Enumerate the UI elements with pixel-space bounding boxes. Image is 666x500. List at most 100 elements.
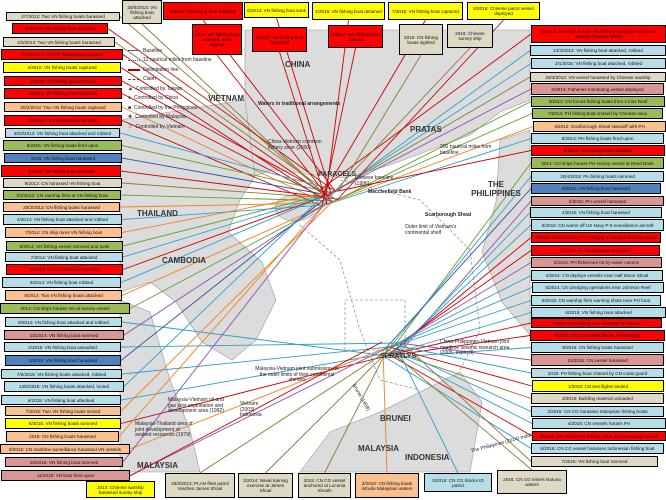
incident-box-left: 7/2015: Two VN fishing boats seized	[5, 406, 121, 416]
label-china: CHINA	[285, 60, 311, 69]
incident-arrow	[120, 200, 334, 412]
label-joint-submission: Malaysia-Vietnam joint submission on the…	[255, 366, 339, 383]
incident-arrow	[121, 120, 323, 207]
incident-arrow	[382, 349, 388, 474]
incident-box-right: 9/2014: VN fishing boats attacked	[531, 145, 665, 156]
incident-arrow	[386, 287, 533, 349]
label-200nm: 200 nautical miles from baseline	[440, 144, 492, 156]
incident-box-right: 7/2016: VN fishing boat rammed	[531, 456, 658, 467]
incident-arrow	[120, 341, 383, 482]
incident-arrow	[114, 41, 332, 195]
incident-box-top: 2016: Chinese survey ship	[447, 24, 493, 48]
label-vn-shelf: Outer limit of Vietnam's continental she…	[405, 224, 457, 236]
incident-box-right: 5/2015: VN fishing boat harassed	[531, 183, 661, 194]
incident-box-right: 2/2016: Building material unloaded	[531, 393, 664, 404]
incident-box-right: 5/2015: CN warns off US Navy P-8 surveil…	[531, 219, 664, 231]
incident-box-right: 2014: CN ships harass PH survey vessel a…	[531, 157, 664, 169]
incident-arrow	[400, 341, 532, 462]
incident-box-left: 4/2010: VN fishing boats captured	[3, 62, 121, 73]
incident-arrow	[129, 201, 332, 309]
legend-baseline: Baseline	[143, 47, 163, 54]
triangle-icon: ▲	[128, 85, 133, 92]
incident-box-right: 7/2015: CN fishing boat rammed PH vessel	[531, 318, 662, 328]
incident-box-top: 7/2015: VN fishing boat captured	[388, 2, 463, 20]
incident-arrow	[389, 354, 533, 437]
label-seismic: China-Philippines-Vietnam joint maritime…	[440, 339, 510, 356]
square-icon: ■	[128, 104, 132, 111]
incident-box-left: 3/2015: VN fishing boat harassed	[5, 355, 121, 366]
incident-box-left: 2014: CN ships harass VN oil survey vess…	[0, 303, 130, 314]
incident-box-left: 20/3/2013: CN fishing boats harassed	[3, 202, 120, 212]
incident-arrow	[121, 106, 328, 205]
incident-box-right: 25/3/2013: VN vessel harassed by Chinese…	[530, 72, 666, 82]
incident-box-left: 9/2014: Two VN fishing boats attacked	[5, 290, 122, 301]
incident-box-right: 6/2015: VN fishing boat attacked	[531, 307, 666, 318]
label-pratas: PRATAS	[410, 125, 442, 134]
legend-claim: Claim	[143, 76, 156, 83]
incident-arrow	[381, 300, 532, 351]
incident-arrow	[129, 341, 402, 450]
incident-box-bottom: 3/2014: Naval training exercise at James…	[238, 473, 293, 498]
incident-arrow	[392, 322, 532, 355]
incident-arrow	[123, 196, 323, 387]
incident-box-right: 2/2015: PH vessel harassed	[531, 196, 664, 206]
incident-box-left: 11/2015: VN boat fired upon	[1, 470, 130, 481]
incident-arrow	[394, 352, 533, 424]
incident-arrow	[121, 189, 341, 233]
incident-arrow	[121, 80, 338, 201]
label-my-th: Malaysia-Thailand area of joint developm…	[135, 421, 193, 438]
incident-arrow	[401, 250, 532, 343]
incident-box-left: 7/6/2015: VN fishing boats attacked, rob…	[1, 369, 122, 379]
incident-arrow	[321, 47, 356, 207]
incident-arrow	[398, 342, 532, 361]
incident-box-left: 13/6/2015: VN fishing boats attacked, lo…	[4, 381, 124, 392]
incident-box-left: 5/2014: VN fishing vessel rammed and sun…	[6, 241, 123, 251]
incident-box-right: 2/1/2015: VN fishing boat attacked, robb…	[531, 58, 666, 69]
incident-box-right: 4/2015: VN fishing boat harassed	[530, 207, 662, 218]
incident-box-right: 3/2013: CN forces fishing boats from Cro…	[531, 96, 665, 107]
incident-box-right: 8/2015: CN CG vessel blocks PH resupply	[530, 330, 665, 341]
incident-arrow	[325, 76, 531, 197]
land-masses	[119, 29, 531, 473]
incident-arrow	[389, 176, 532, 348]
incident-box-right: 2/2014: PH fishermen hit by water cannon	[531, 257, 662, 268]
incident-box-left: 6/2014: VN fishing boat rammed	[1, 165, 121, 177]
incident-arrow	[120, 197, 321, 283]
incident-arrow	[393, 353, 533, 471]
incident-arrow	[279, 51, 328, 205]
incident-box-right: 20/4/2015: PH fishing boats rammed	[531, 171, 664, 182]
incident-arrow	[332, 47, 471, 194]
incident-box-right: 4/2014: CN deploys vessels near Half Moo…	[531, 270, 663, 281]
label-vietnam: VIETNAM	[208, 94, 244, 103]
incident-box-bottom: 3/2016: CN fishing boats intrude Malaysi…	[355, 473, 419, 498]
incident-box-left: 6/2014: VN fishing boat harassed	[4, 88, 122, 99]
incident-box-top: 20/5/2013: VN fishing boat attacked	[122, 0, 162, 24]
legend-12nm: 12 nautical miles from baseline	[143, 57, 212, 64]
incident-box-left: 7/2014: VN fishing boat attacked	[5, 252, 123, 262]
label-macclesfield: Macclesfield Bank	[368, 189, 412, 195]
cross-icon: ✚	[128, 114, 133, 121]
incident-box-right: 5/2016: CN blocks PH fishing boats at Sc…	[532, 431, 666, 441]
label-cambodia: CAMBODIA	[162, 256, 206, 265]
incident-arrow	[382, 347, 532, 359]
incident-arrow	[331, 113, 533, 203]
incident-box-right: 5/2014: CN dredging operations near John…	[532, 282, 664, 293]
star-icon: ☆	[128, 123, 133, 130]
circle-icon: ●	[128, 95, 132, 102]
incident-box-bottom: 26/3/2013: PLAN fleet patrol reaches Jam…	[165, 473, 235, 498]
legend-philippines: Controlled by the Philippines	[134, 104, 198, 111]
incident-arrow	[121, 321, 389, 357]
label-paracels: PARACELS	[318, 171, 356, 178]
incident-box-top: 3/2014: VN fishing boat chased	[328, 25, 383, 48]
label-traditional-waters: Waters in traditional arrangements	[258, 101, 341, 107]
incident-box-bottom: 2014: Chinese warship harassed survey sh…	[86, 481, 155, 498]
label-scarborough: Scarborough Shoal	[425, 212, 472, 218]
label-spratlys: SPRATLYS	[380, 353, 417, 360]
incident-box-top: 5/2013: VN fishing boat harassed	[252, 27, 307, 52]
label-my-vn-oil: Malaysia-Vietnam oil and gas joint explo…	[168, 397, 224, 414]
claim-swatch-icon	[128, 78, 140, 80]
incident-arrow	[122, 195, 326, 270]
incident-arrow	[141, 23, 321, 191]
incident-box-right: 9/2015: CN fishing boats harassed	[531, 342, 664, 353]
incident-box-top: 4/2015: VN fishing boat detained	[312, 2, 385, 20]
